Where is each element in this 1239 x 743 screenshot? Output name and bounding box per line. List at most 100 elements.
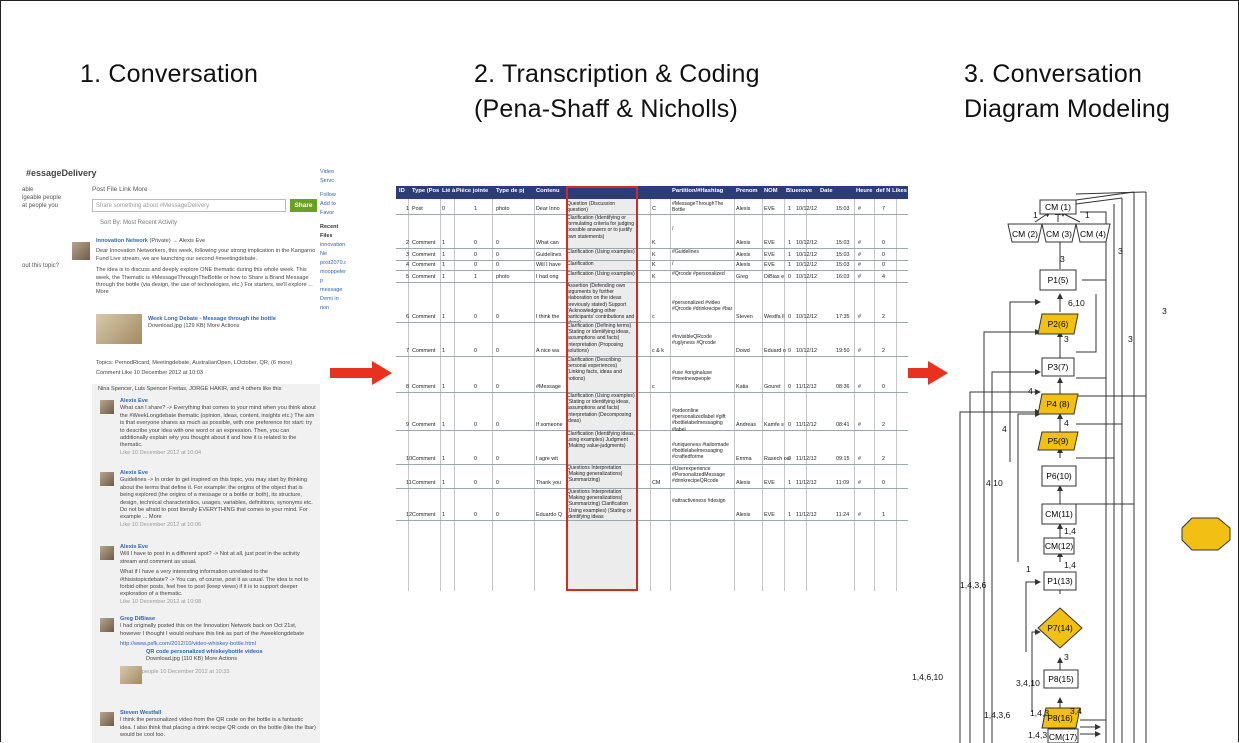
table-cell-heure: 08:41 — [836, 422, 850, 428]
table-cell-typepj: 0 — [496, 512, 499, 518]
table-cell-def: # — [858, 422, 861, 428]
table-cell-typepj: 0 — [496, 262, 499, 268]
octagon-node — [1181, 517, 1231, 551]
comment-author[interactable]: Steven Westfall — [120, 710, 162, 716]
table-cell-id: 11 — [406, 480, 412, 486]
attachment-title[interactable]: Week Long Debate - Message through the b… — [148, 316, 276, 322]
coding-cell: Clarification (Using examples) — [567, 271, 635, 277]
heading-diagram-line2: Diagram Modeling — [964, 95, 1171, 123]
table-cell-lie: 1 — [442, 456, 445, 462]
edge-label: 1 — [1085, 210, 1090, 220]
edge-label: 4,10 — [986, 478, 1003, 488]
table-cell-bn: 0 — [788, 314, 791, 320]
table-cell-pj: 0 — [474, 262, 477, 268]
table-cell-date: 10/12/12 — [796, 240, 817, 246]
table-cell-pj: 0 — [474, 384, 477, 390]
table-cell-contenu: I had orig — [536, 274, 559, 280]
table-cell-bn: 1 — [788, 240, 791, 246]
link-thumbnail[interactable] — [120, 666, 142, 684]
conversation-diagram: CM (1) CM (2) CM (3) CM (4) P1(5) P2(6) … — [912, 191, 1231, 743]
table-cell-id: 1 — [406, 206, 409, 212]
table-cell-likes: 2 — [882, 456, 885, 462]
table-cell-bn: 0 — [788, 274, 791, 280]
diagram-node: P7(14) — [1037, 607, 1083, 649]
edge-label: 4 — [1064, 418, 1069, 428]
table-cell-prenom: Steven — [736, 314, 753, 320]
table-cell-type: Comment — [412, 314, 436, 320]
table-cell-date: 10/12/12 — [796, 274, 817, 280]
link-title[interactable]: QR code personalized whiskeybottle video… — [146, 648, 263, 655]
table-cell-prenom: Andreas — [736, 422, 757, 428]
hashtag-cell: #ordeonline #personalizedlabel #gift #bo… — [672, 408, 726, 433]
right-link[interactable]: mooppelen p — [320, 269, 346, 284]
table-cell-def: # — [858, 240, 861, 246]
right-link[interactable]: Video Servc — [320, 169, 335, 184]
table-cell-id: 5 — [406, 274, 409, 280]
coding-cell: Assertion (Defending own arguments by fu… — [567, 283, 635, 322]
comment-text: I had originally posted this on the Inno… — [120, 623, 305, 637]
post-author[interactable]: Innovation Network — [96, 238, 148, 244]
table-cell-c: K — [652, 262, 656, 268]
table-cell-heure: 15:03 — [836, 262, 850, 268]
table-cell-prenom: Emma — [736, 456, 752, 462]
comment-meta: Like 10 December 2012 at 10:04 — [120, 449, 202, 456]
table-cell-pj: 1 — [474, 274, 477, 280]
right-link[interactable]: Add to Favor — [320, 201, 336, 216]
table-cell-nom: Kamfe s — [764, 422, 784, 428]
table-cell-bn: 1 — [788, 480, 791, 486]
right-link[interactable]: Follow — [320, 192, 336, 198]
share-input[interactable]: Share something about #MessageDelivery — [92, 199, 286, 212]
hashtag-cell: #personalized #video #Qrcode #drinkrecip… — [672, 300, 733, 313]
table-cell-pj: 0 — [474, 348, 477, 354]
share-button[interactable]: Share — [290, 199, 317, 212]
table-cell-prenom: Alexis — [736, 262, 751, 268]
table-cell-id: 8 — [406, 384, 409, 390]
col-header: Pièce jointe — [456, 188, 489, 194]
table-cell-c: c & k — [652, 348, 664, 354]
table-cell-heure: 15:03 — [836, 252, 850, 258]
table-cell-date: 11/12/12 — [796, 480, 817, 486]
right-link[interactable]: Demi in non — [320, 296, 339, 311]
post: Innovation Network (Private) → Alexis Ev… — [96, 238, 316, 297]
comment-link[interactable]: http://www.psfk.com/2012/10/video-whiske… — [120, 641, 256, 648]
sort-selector[interactable]: Sort By: Most Recent Activity — [100, 220, 178, 226]
table-cell-lie: 1 — [442, 384, 445, 390]
post-toolbar[interactable]: Post File Link More — [92, 186, 148, 193]
attachment-thumbnail[interactable] — [96, 314, 142, 344]
svg-text:P5(9): P5(9) — [1048, 436, 1069, 446]
table-cell-id: 10 — [406, 456, 412, 462]
table-cell-def: # — [858, 252, 861, 258]
comment-author[interactable]: Alexis Eve — [120, 470, 148, 476]
table-cell-likes: 0 — [882, 262, 885, 268]
comment-author[interactable]: Alexis Eve — [120, 544, 148, 550]
table-cell-def: # — [858, 348, 861, 354]
table-cell-typepj: 0 — [496, 456, 499, 462]
edge-label: 4 — [1028, 386, 1033, 396]
table-cell-bn: 1 — [788, 262, 791, 268]
right-link[interactable]: innovation Ne — [320, 242, 346, 257]
table-cell-typepj: 0 — [496, 252, 499, 258]
edge-label: 6,10 — [1068, 298, 1085, 308]
table-cell-date: 10/12/12 — [796, 262, 817, 268]
comment-author[interactable]: Greg DiBiase — [120, 616, 156, 622]
col-header: Type de pj — [496, 188, 525, 194]
comment-author[interactable]: Alexis Eve — [120, 398, 148, 404]
coding-cell: Clarification — [567, 261, 594, 267]
right-link[interactable]: post2070.orig — [320, 260, 346, 266]
right-link[interactable]: message — [320, 287, 343, 293]
table-cell-pj: 0 — [474, 480, 477, 486]
diagram-node: CM (2) — [1007, 223, 1043, 243]
diagram-node: CM(12) — [1043, 537, 1075, 555]
table-cell-type: Comment — [412, 262, 436, 268]
svg-text:CM (3): CM (3) — [1046, 229, 1072, 239]
coding-cell: Questions Interpretation (Making general… — [567, 465, 623, 484]
table-cell-likes: 7 — [882, 206, 885, 212]
table-cell-heure: 15:03 — [836, 240, 850, 246]
diagram-node: P6(10) — [1041, 465, 1077, 487]
coding-column-background — [566, 199, 636, 591]
svg-text:P3(7): P3(7) — [1048, 362, 1069, 372]
heading-diagram-line1: 3. Conversation — [964, 60, 1143, 88]
